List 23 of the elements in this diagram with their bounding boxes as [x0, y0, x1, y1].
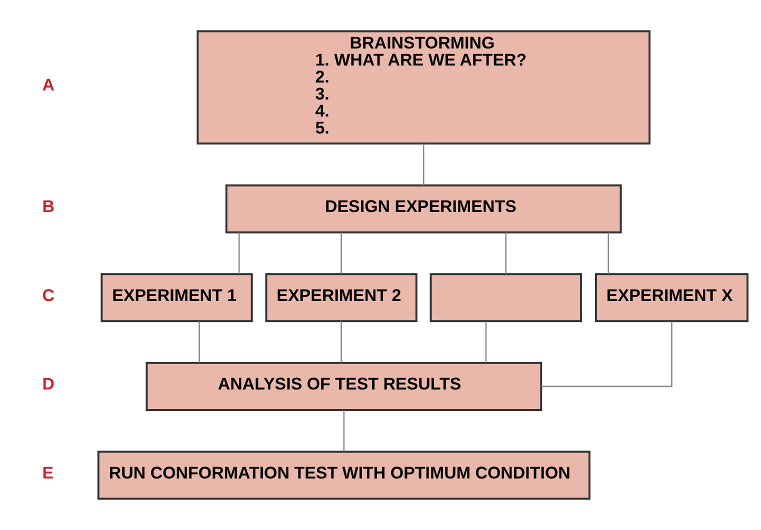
- node-box: EXPERIMENT 2: [265, 273, 418, 322]
- node-box: EXPERIMENT X: [595, 273, 748, 322]
- label: C: [42, 286, 55, 305]
- connector: [343, 410, 345, 452]
- connector: [608, 232, 610, 274]
- label: E: [42, 463, 54, 482]
- connector: [340, 232, 342, 274]
- node-box: ANALYSIS OF TEST RESULTS: [146, 362, 542, 411]
- connector: [340, 321, 342, 363]
- connector: [541, 321, 672, 388]
- connector: [485, 321, 487, 363]
- label: D: [42, 374, 55, 394]
- connector: [422, 144, 424, 186]
- node-box: BRAINSTORMING 1. WHAT ARE WE AFTER? 2. 3. 4. 5.: [196, 30, 651, 145]
- connector: [505, 232, 507, 274]
- node-box: EXPERIMENT 1: [100, 273, 253, 322]
- connector: [238, 232, 240, 274]
- node-box: DESIGN EXPERIMENTS: [225, 184, 622, 234]
- connector: [198, 321, 200, 363]
- node-box: RUN CONFORMATION TEST WITH OPTIMUM CONDITION: [97, 450, 590, 500]
- label: B: [42, 196, 55, 216]
- label: A: [42, 76, 55, 95]
- node-box: [430, 273, 582, 322]
